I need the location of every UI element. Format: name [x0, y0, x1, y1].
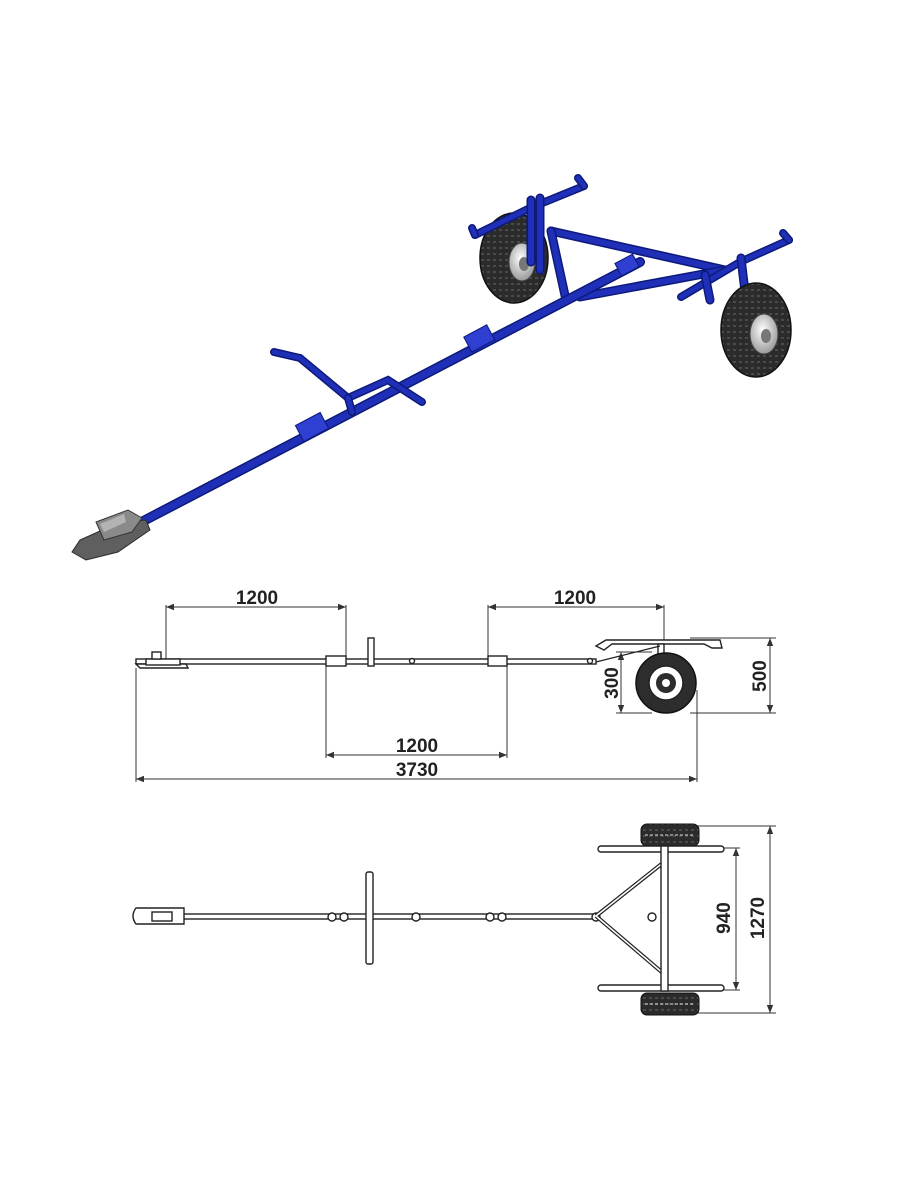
dim-outer-label: 1270: [748, 897, 769, 939]
top-frame: [132, 845, 725, 992]
dim-height-label: 500: [750, 660, 771, 692]
dim-top-right-label: 1200: [554, 588, 596, 609]
dim-inner-label: 940: [714, 902, 735, 934]
top-view: 940 1270: [132, 823, 776, 1016]
rear-frame: [468, 174, 793, 305]
top-wheel-lower: [640, 992, 700, 1016]
hitch-coupler: [71, 509, 151, 561]
side-wheel: [635, 652, 697, 714]
isometric-view: [71, 174, 793, 561]
dim-overall-label: 3730: [396, 760, 438, 781]
dim-bottom-mid-label: 1200: [396, 736, 438, 757]
side-view: 1200 1200 1200 3730 300 500: [134, 588, 776, 783]
dim-top-left-label: 1200: [236, 588, 278, 609]
drawbar: [125, 253, 645, 533]
top-wheel-upper: [640, 823, 700, 847]
rear-right-wheel: [720, 282, 792, 378]
side-drawbar: [134, 637, 723, 669]
dim-wheel-radius-label: 300: [602, 667, 623, 699]
